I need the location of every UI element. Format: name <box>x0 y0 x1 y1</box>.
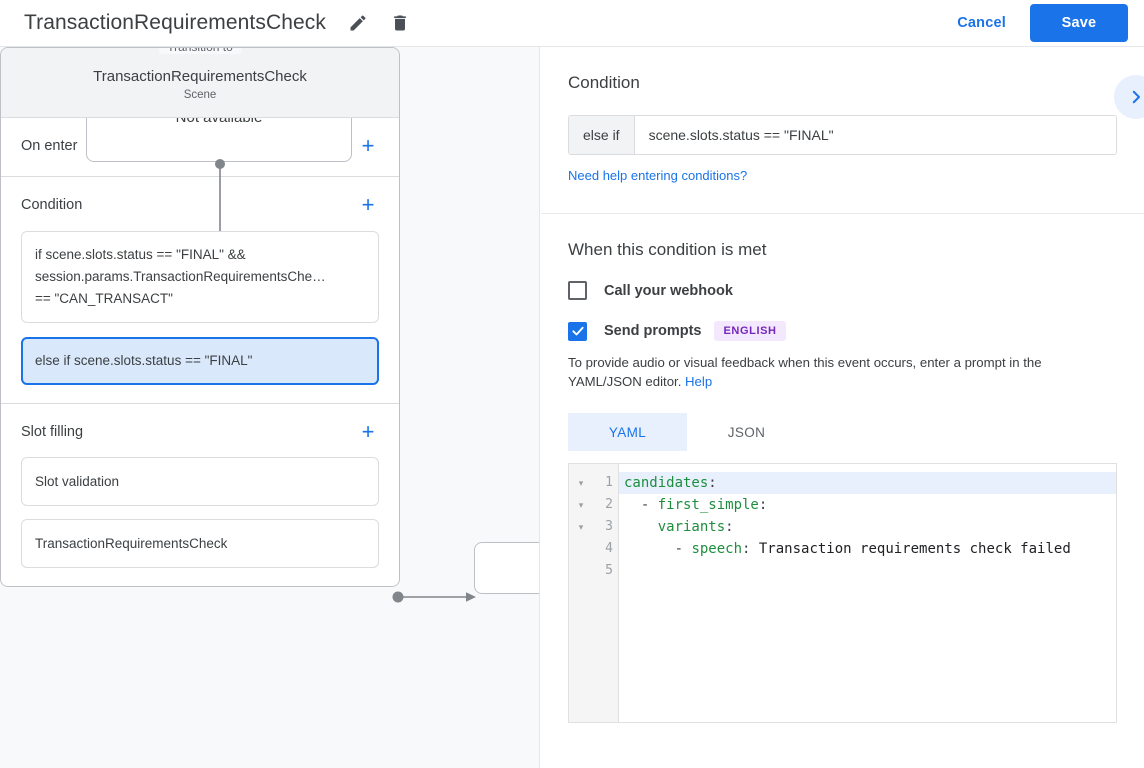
send-prompts-label: Send prompts <box>604 323 702 339</box>
editor-line-numbers: 1 2 3 4 5 <box>593 464 619 722</box>
line-number: 1 <box>605 475 613 490</box>
code-key-token: variants <box>657 519 726 535</box>
line-number: 2 <box>605 497 613 512</box>
code-line <box>619 560 1116 582</box>
scene-graph-canvas[interactable]: Transition from Not available Transition… <box>0 47 540 768</box>
fold-arrow-icon[interactable]: ▾ <box>578 477 584 488</box>
condition-item[interactable]: if scene.slots.status == "FINAL" && sess… <box>21 231 379 323</box>
code-line: - speech: Transaction requirements check… <box>619 538 1116 560</box>
condition-prefix-label: else if <box>569 116 635 154</box>
code-key-token: first_simple <box>657 497 759 513</box>
code-line: variants: <box>619 516 1116 538</box>
call-webhook-label: Call your webhook <box>604 282 733 299</box>
code-punct-token: : <box>725 519 734 535</box>
condition-expression-input[interactable] <box>634 116 1116 154</box>
chevron-right-icon-svg <box>1132 90 1140 104</box>
add-condition-button[interactable]: + <box>357 194 379 216</box>
cancel-button[interactable]: Cancel <box>943 7 1020 39</box>
section-condition-header: Condition + <box>21 193 379 217</box>
prompt-helper-text: To provide audio or visual feedback when… <box>568 353 1117 391</box>
section-condition: Condition + if scene.slots.status == "FI… <box>1 177 399 404</box>
section-on-enter-title: On enter <box>21 138 78 154</box>
prompt-code-editor[interactable]: ▾ ▾ ▾ 1 2 3 4 5 candidates: - first_simp… <box>568 463 1117 723</box>
language-badge: ENGLISH <box>714 321 786 341</box>
trash-icon-svg <box>394 15 406 31</box>
code-line: - first_simple: <box>619 494 1116 516</box>
code-punct-token: : <box>742 541 751 557</box>
transition-to-subtitle: Scene <box>183 89 217 101</box>
pencil-icon[interactable] <box>344 9 372 37</box>
tab-json[interactable]: JSON <box>687 413 806 451</box>
condition-item-selected[interactable]: else if scene.slots.status == "FINAL" <box>21 337 379 385</box>
transition-to-header: Transition to TransactionRequirementsChe… <box>1 48 399 118</box>
line-number: 4 <box>605 541 613 556</box>
line-number: 5 <box>605 563 613 578</box>
fold-arrow-icon[interactable]: ▾ <box>578 521 584 532</box>
condition-section: Condition else if Need help entering con… <box>541 47 1144 214</box>
transition-to-card[interactable]: Transition to TransactionRequirementsChe… <box>0 47 400 587</box>
editor-code-area[interactable]: candidates: - first_simple: variants: - … <box>619 464 1116 722</box>
chevron-right-icon[interactable] <box>1114 75 1144 119</box>
save-button[interactable]: Save <box>1030 4 1128 42</box>
editor-fold-column[interactable]: ▾ ▾ ▾ <box>569 464 593 722</box>
condition-item-line: else if scene.slots.status == "FINAL" <box>35 353 253 368</box>
when-condition-met-heading: When this condition is met <box>568 240 767 259</box>
when-condition-met-section: When this condition is met Call your web… <box>541 214 1144 747</box>
section-slot-filling-header: Slot filling + <box>21 420 379 444</box>
section-on-enter-header: On enter + <box>21 134 379 158</box>
section-slot-filling: Slot filling + Slot validation Transacti… <box>1 404 399 586</box>
format-tabs: YAML JSON <box>568 413 1117 451</box>
code-key-token: candidates <box>624 475 709 491</box>
page-title: TransactionRequirementsCheck <box>24 11 326 34</box>
pencil-icon-svg <box>350 15 366 31</box>
code-punct-token: : <box>758 497 768 513</box>
code-key-token: speech <box>691 541 743 557</box>
code-indent: - <box>624 541 692 557</box>
condition-item-line: if scene.slots.status == "FINAL" && <box>35 247 246 262</box>
condition-help-link[interactable]: Need help entering conditions? <box>568 168 748 183</box>
condition-item-line: session.params.TransactionRequirementsCh… <box>35 269 326 284</box>
checkmark-icon <box>571 326 584 336</box>
line-number: 3 <box>605 519 613 534</box>
add-on-enter-button[interactable]: + <box>357 135 379 157</box>
prompt-help-link[interactable]: Help <box>685 374 713 389</box>
details-panel: Condition else if Need help entering con… <box>541 47 1144 768</box>
condition-section-heading: Condition <box>568 73 640 92</box>
code-line: candidates: <box>619 472 1116 494</box>
section-slot-filling-title: Slot filling <box>21 424 84 440</box>
condition-input-row[interactable]: else if <box>568 115 1117 155</box>
app-header: TransactionRequirementsCheck Cancel Save <box>0 0 1144 47</box>
send-prompts-checkbox[interactable] <box>568 321 587 341</box>
fold-arrow-placeholder <box>569 560 593 582</box>
condition-edge-arrow <box>392 591 476 603</box>
transition-to-title: TransactionRequirementsCheck <box>93 68 307 85</box>
code-indent <box>624 519 658 535</box>
code-value-token: Transaction requirements check failed <box>750 541 1071 557</box>
slot-item[interactable]: TransactionRequirementsCheck <box>21 519 379 568</box>
fold-arrow-placeholder <box>569 538 593 560</box>
code-indent: - <box>624 497 658 513</box>
call-webhook-checkbox[interactable] <box>568 281 587 300</box>
transition-to-legend: Transition to <box>159 48 241 54</box>
slot-item[interactable]: Slot validation <box>21 457 379 506</box>
code-punct-token: : <box>708 475 717 491</box>
prompt-helper-sentence: To provide audio or visual feedback when… <box>568 355 1042 389</box>
target-node-stub[interactable] <box>474 542 539 594</box>
condition-item-line: == "CAN_TRANSACT" <box>35 291 173 306</box>
fold-arrow-icon[interactable]: ▾ <box>578 499 584 510</box>
tab-yaml[interactable]: YAML <box>568 413 687 451</box>
send-prompts-row[interactable]: Send prompts ENGLISH <box>568 321 1117 341</box>
add-slot-filling-button[interactable]: + <box>357 421 379 443</box>
webhook-checkbox-row[interactable]: Call your webhook <box>568 281 1117 300</box>
trash-icon[interactable] <box>386 9 414 37</box>
section-condition-title: Condition <box>21 197 83 213</box>
